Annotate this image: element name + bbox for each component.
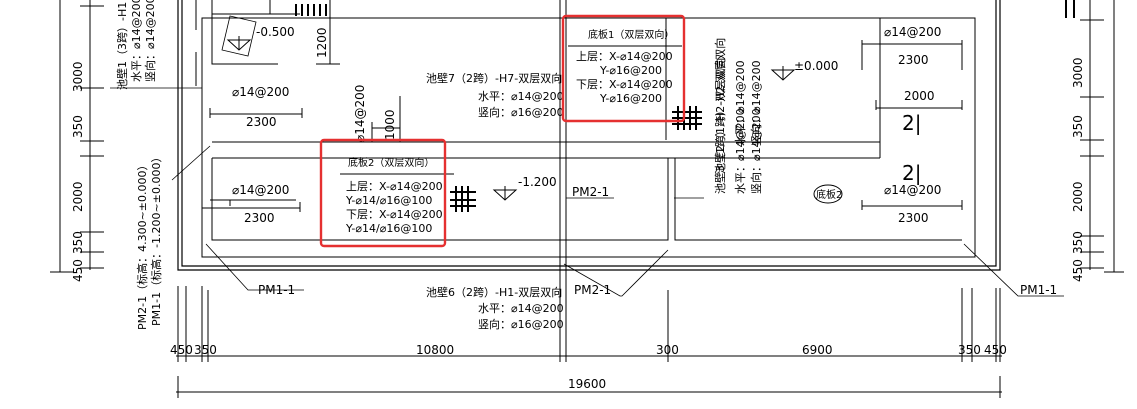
label-pm2-1a: PM2-1 bbox=[572, 185, 609, 199]
interior-boundary bbox=[201, 17, 976, 258]
dim-bottom-450a: 450 bbox=[170, 343, 193, 357]
wall1-line2: 水平：⌀14@200 bbox=[130, 0, 143, 82]
dim-left-350b: 350 bbox=[71, 231, 85, 254]
dim-bottom-10800: 10800 bbox=[416, 343, 454, 357]
dim-1000: 1000 bbox=[383, 109, 397, 140]
rebar-dims bbox=[201, 0, 963, 212]
label-pm1-1a: PM1-1 bbox=[258, 283, 295, 297]
dim-left-2000: 2000 bbox=[71, 181, 85, 212]
wall6-line1: 池壁6（2跨）-H1-双层双向 bbox=[426, 285, 562, 299]
label-pm2-1b: PM2-1 bbox=[574, 283, 611, 297]
right-dimensions bbox=[1080, 0, 1124, 273]
level-tri-2 bbox=[770, 66, 796, 81]
slab2-l1: 上层：X-⌀14@200 bbox=[346, 180, 443, 193]
vertical-wall bbox=[559, 0, 567, 330]
slab2-box bbox=[211, 158, 669, 241]
slab1-panel: 底板1（双层双向） 上层：X-⌀14@200 Y-⌀16@200 下层：X-⌀1… bbox=[568, 28, 682, 105]
slab1-title: 底板1（双层双向） bbox=[588, 28, 674, 41]
wall7-line2: 水平：⌀14@200 bbox=[478, 90, 564, 103]
level-pit-bottom: -1.200 bbox=[518, 175, 557, 189]
outer-wall-outer bbox=[177, 0, 1001, 271]
leaders bbox=[110, 87, 1064, 297]
dim-2300-a: 2300 bbox=[246, 115, 277, 129]
wall3-line3: 竖向：⌀14@200 bbox=[749, 108, 763, 194]
pit-box bbox=[211, 0, 300, 65]
wall1-line3: 竖向：⌀14@200 bbox=[143, 0, 157, 82]
wall6-line3: 竖向：⌀16@200 bbox=[478, 317, 564, 331]
right-box bbox=[674, 158, 962, 241]
dim-left-450: 450 bbox=[71, 259, 85, 282]
level-tri-3 bbox=[492, 186, 518, 201]
dim-right-450: 450 bbox=[1071, 259, 1085, 282]
dim-right-3000: 3000 bbox=[1071, 57, 1085, 88]
rebar-r3: ⌀14@200 bbox=[232, 183, 289, 197]
rebar-r1: ⌀14@200 bbox=[232, 85, 289, 99]
wall3-line2: 水平：⌀14@200 bbox=[734, 108, 747, 194]
mark-21b: 2| bbox=[902, 161, 921, 185]
wall6-line2: 水平：⌀14@200 bbox=[478, 302, 564, 315]
dim-2300-b: 2300 bbox=[244, 211, 275, 225]
wall2-line3: 竖向：⌀14@200 bbox=[749, 60, 763, 146]
text-labels: -0.500 ±0.000 -1.200 1200 1000 2300 2300… bbox=[71, 0, 1085, 391]
slab2-panel: 底板2（双层双向） 上层：X-⌀14@200 Y-⌀14/⌀16@100 下层：… bbox=[340, 156, 454, 235]
wall7-line3: 竖向：⌀16@200 bbox=[478, 105, 564, 119]
dim-bottom-350a: 350 bbox=[194, 343, 217, 357]
slab2-tag-ellipse bbox=[813, 184, 843, 204]
slab2-l2: Y-⌀14/⌀16@100 bbox=[345, 194, 432, 207]
slab1-box bbox=[568, 17, 667, 140]
dim-2000: 2000 bbox=[904, 89, 935, 103]
dim-bottom-450b: 450 bbox=[984, 343, 1007, 357]
bottom-dimensions bbox=[176, 286, 1002, 398]
rebar-r2: ⌀14@200 bbox=[353, 85, 367, 142]
highlight-slab1 bbox=[561, 14, 686, 123]
wall3-line1: 池壁3（1跨）-H2-双层双向 bbox=[713, 58, 727, 194]
dim-right-350b: 350 bbox=[1071, 231, 1085, 254]
dim-bottom-6900: 6900 bbox=[802, 343, 833, 357]
dim-2300-d: 2300 bbox=[898, 211, 929, 225]
level-zero: ±0.000 bbox=[794, 59, 838, 73]
dim-left-350a: 350 bbox=[71, 115, 85, 138]
wall7-line1: 池壁7（2跨）-H7-双层双向 bbox=[426, 71, 562, 85]
slab2-title: 底板2（双层双向） bbox=[348, 156, 434, 169]
note-pm1: PM1-1（标高：-1.200~±0.000） bbox=[149, 152, 163, 326]
label-pm1-1b: PM1-1 bbox=[1020, 283, 1057, 297]
slab2-l4: Y-⌀14/⌀16@100 bbox=[345, 222, 432, 235]
dim-right-2000: 2000 bbox=[1071, 181, 1085, 212]
left-dimensions bbox=[50, 0, 197, 273]
dim-total: 19600 bbox=[568, 377, 606, 391]
slab2-l3: 下层：X-⌀14@200 bbox=[346, 208, 443, 221]
dim-left-3000: 3000 bbox=[71, 61, 85, 92]
pool-walls bbox=[177, 0, 1001, 330]
slab1-l3: 下层：X-⌀14@200 bbox=[576, 78, 673, 91]
level-tri-1 bbox=[226, 36, 252, 51]
dim-right-350a: 350 bbox=[1071, 115, 1085, 138]
label-slab2-tag: 底板2 bbox=[816, 188, 842, 201]
wall2-line2: 水平：⌀14@200 bbox=[734, 60, 747, 146]
outer-wall-inner bbox=[181, 0, 997, 267]
dim-2300-c: 2300 bbox=[898, 53, 929, 67]
level-pit-top: -0.500 bbox=[256, 25, 295, 39]
slab1-l2: Y-⌀16@200 bbox=[599, 64, 662, 77]
rebar-r4: ⌀14@200 bbox=[884, 25, 941, 39]
level-markers bbox=[221, 15, 796, 201]
wall2-line1: 池壁2（1跨）-H2-双层双向 bbox=[713, 38, 727, 174]
mark-21a: 2| bbox=[902, 111, 921, 135]
slab1-l1: 上层：X-⌀14@200 bbox=[576, 50, 673, 63]
dim-bottom-350b: 350 bbox=[958, 343, 981, 357]
highlight-slab2 bbox=[319, 138, 447, 248]
dim-1200: 1200 bbox=[315, 27, 329, 58]
slab1-l4: Y-⌀16@200 bbox=[599, 92, 662, 105]
wall1-line1: 池壁1（3跨）-H1 bbox=[115, 2, 129, 90]
note-pm2: PM2-1（标高：4.300~±0.000） bbox=[135, 159, 149, 330]
rebar-r5: ⌀14@200 bbox=[884, 183, 941, 197]
mid-wall bbox=[212, 141, 880, 159]
dim-bottom-300: 300 bbox=[656, 343, 679, 357]
